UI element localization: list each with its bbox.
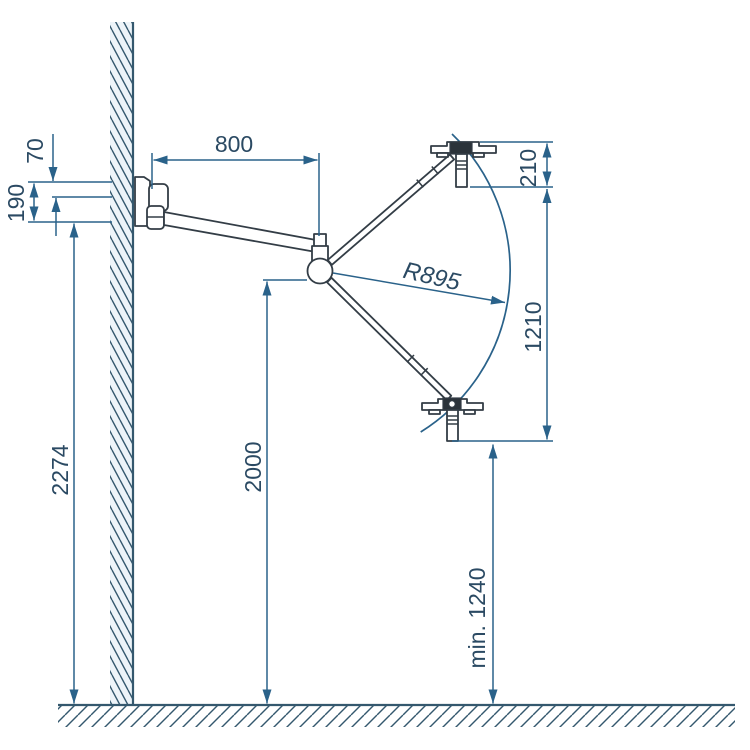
dimension-210: 210 (470, 141, 553, 188)
dim-label-70: 70 (22, 138, 48, 164)
lower-arm-sleeve-tick-1 (406, 354, 415, 363)
dim-label-210: 210 (515, 149, 541, 187)
wall-hatching (110, 22, 133, 705)
dim-label-min-1240: min. 1240 (464, 567, 490, 668)
dim-label-2000: 2000 (240, 441, 266, 492)
lower-arm-body (326, 276, 453, 402)
top-lamp-foot-left (436, 152, 449, 158)
lamp-fixture (134, 141, 497, 442)
dimension-70: 70 (22, 134, 112, 236)
dim-label-1210: 1210 (520, 301, 546, 352)
central-joint (306, 233, 334, 285)
dimension-radius-r895: R895 (332, 257, 506, 305)
floor (58, 703, 735, 727)
dim-label-800: 800 (215, 131, 253, 157)
dimension-2274: 2274 (47, 223, 79, 704)
spring-arm-upper (326, 153, 455, 266)
dim-label-190: 190 (3, 184, 29, 222)
bottom-lamp-foot-right (463, 409, 476, 415)
dimensions: 70 190 800 210 1210 (3, 131, 553, 704)
top-lamp-handle-ridges (456, 160, 467, 170)
top-lamp-foot-right (472, 152, 485, 158)
extension-arm (163, 211, 317, 253)
bottom-lamp-handle-ridges (447, 415, 458, 425)
wall (110, 22, 135, 705)
dimension-1210: 1210 (452, 189, 553, 442)
lamp-head-top (430, 141, 497, 188)
upper-arm-sleeve-tick-1 (416, 179, 424, 188)
lamp-head-bottom (421, 397, 484, 442)
lower-arm-sleeve-tick-2 (420, 367, 429, 376)
dimension-min-1240: min. 1240 (464, 444, 498, 704)
dimension-800: 800 (151, 131, 320, 236)
dimension-2000: 2000 (240, 279, 307, 704)
upper-arm-body (326, 153, 455, 266)
top-lamp-hub (449, 141, 473, 155)
bottom-lamp-foot-left (428, 409, 441, 415)
spring-arm-lower (326, 276, 453, 402)
dimension-190: 190 (3, 183, 112, 223)
dim-label-r895: R895 (401, 257, 464, 296)
top-lamp-handle (455, 153, 468, 188)
dim-label-2274: 2274 (47, 444, 73, 495)
bottom-lamp-hub-pin (448, 400, 456, 408)
floor-hatching (58, 705, 735, 727)
joint-pivot-circle (306, 257, 334, 285)
bottom-lamp-handle (446, 409, 459, 442)
upper-arm-sleeve-tick-2 (431, 166, 439, 175)
